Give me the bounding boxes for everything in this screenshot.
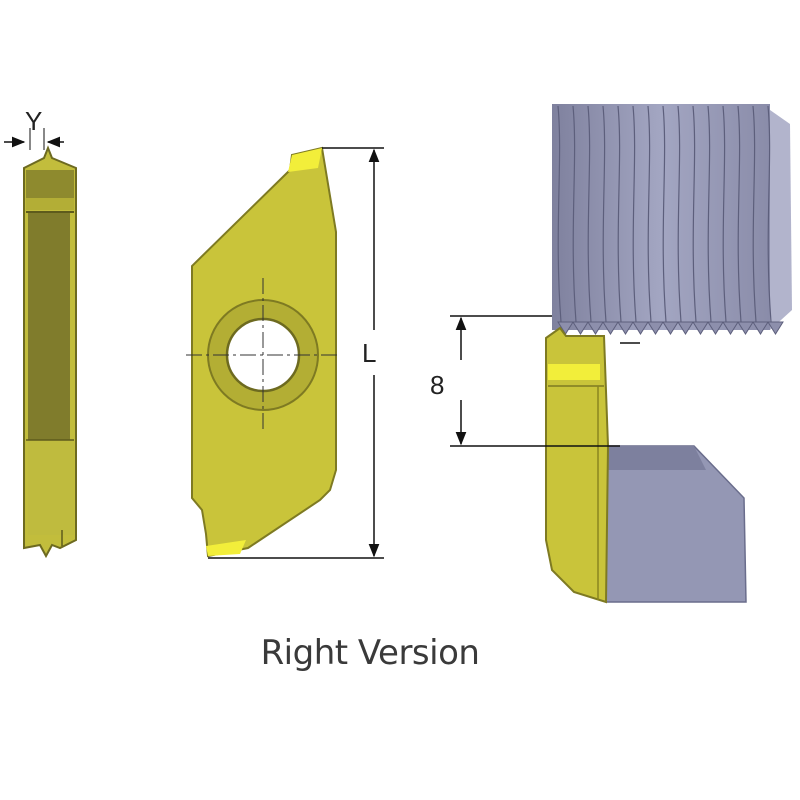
thread-tooth xyxy=(677,321,694,335)
thread-tooth xyxy=(602,321,619,335)
thread-line xyxy=(737,105,742,323)
thread-tooth xyxy=(737,321,754,335)
thread-tooth xyxy=(707,321,724,335)
thread-tooth xyxy=(722,321,739,335)
thread-line xyxy=(602,105,607,323)
y-dimension: Y xyxy=(4,106,64,150)
thread-line xyxy=(557,105,562,323)
thread-line xyxy=(617,105,622,323)
thread-line xyxy=(677,105,682,323)
thread-line xyxy=(767,105,772,323)
thread-tooth xyxy=(557,321,574,335)
insert-front-view xyxy=(186,146,340,558)
thread-line xyxy=(587,105,592,323)
thread-line xyxy=(752,105,757,323)
thread-tooth xyxy=(662,321,679,335)
threaded-workpiece xyxy=(552,104,792,335)
thread-line xyxy=(722,105,727,323)
thread-tooth xyxy=(587,321,604,335)
thread-line xyxy=(572,105,577,323)
thread-tooth xyxy=(692,321,709,335)
caption: Right Version xyxy=(260,633,480,673)
tool-holder xyxy=(605,445,747,603)
thread-line xyxy=(647,105,652,323)
depth-dimension: 8 xyxy=(430,315,640,447)
l-dimension-label: L xyxy=(362,338,376,368)
thread-tooth xyxy=(767,321,784,335)
thread-line xyxy=(662,105,667,323)
thread-tooth xyxy=(632,321,649,335)
depth-dimension-label: 8 xyxy=(430,370,444,400)
thread-line xyxy=(707,105,712,323)
thread-tooth xyxy=(617,321,634,335)
thread-line xyxy=(632,105,637,323)
insert-application xyxy=(545,326,610,604)
thread-tooth xyxy=(752,321,769,335)
thread-tooth xyxy=(647,321,664,335)
l-dimension: L xyxy=(208,147,384,559)
insert-side-view xyxy=(23,145,77,559)
thread-tooth xyxy=(572,321,589,335)
y-dimension-label: Y xyxy=(25,106,42,136)
thread-line xyxy=(692,105,697,323)
